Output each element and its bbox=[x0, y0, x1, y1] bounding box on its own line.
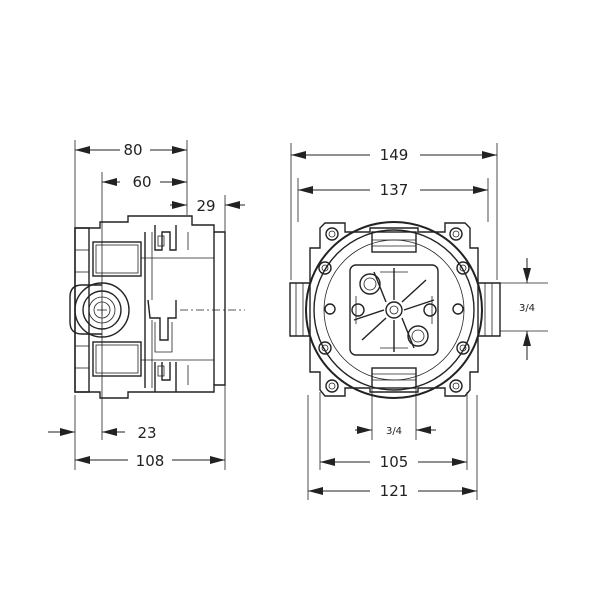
side-connection bbox=[69, 282, 130, 338]
dimension-23-label: 23 bbox=[137, 424, 156, 442]
dimension-121-label: 121 bbox=[380, 482, 409, 500]
dimension-108-label: 108 bbox=[136, 452, 165, 470]
dimension-149-label: 149 bbox=[380, 146, 409, 164]
side-body bbox=[74, 215, 226, 399]
dimension-thread-horizontal: 3/4 bbox=[355, 426, 436, 437]
dimension-137: 137 bbox=[298, 181, 488, 199]
dimension-105-label: 105 bbox=[380, 453, 409, 471]
front-view: 149 137 3/4 3/4 bbox=[289, 143, 548, 500]
dimension-80: 80 bbox=[75, 141, 187, 159]
dimension-105: 105 bbox=[320, 453, 467, 471]
side-view: 80 60 29 23 bbox=[48, 140, 245, 470]
dimension-29: 29 bbox=[170, 197, 245, 215]
front-screw-holes bbox=[318, 227, 470, 393]
dimension-thread-vertical: 3/4 bbox=[519, 258, 535, 360]
dimension-23: 23 bbox=[48, 424, 157, 442]
dimension-29-label: 29 bbox=[196, 197, 215, 215]
dimension-60-label: 60 bbox=[132, 173, 151, 191]
dimension-121: 121 bbox=[308, 482, 477, 500]
thread-horizontal-label: 3/4 bbox=[386, 426, 402, 437]
front-housing bbox=[289, 222, 501, 397]
dimension-80-label: 80 bbox=[123, 141, 142, 159]
dimension-108: 108 bbox=[75, 452, 225, 470]
front-main-ring bbox=[305, 221, 483, 399]
dimension-60: 60 bbox=[102, 173, 187, 191]
dimension-149: 149 bbox=[291, 146, 497, 164]
front-inner-mechanism bbox=[349, 264, 439, 356]
dimension-137-label: 137 bbox=[380, 181, 409, 199]
thread-vertical-label: 3/4 bbox=[519, 303, 535, 314]
